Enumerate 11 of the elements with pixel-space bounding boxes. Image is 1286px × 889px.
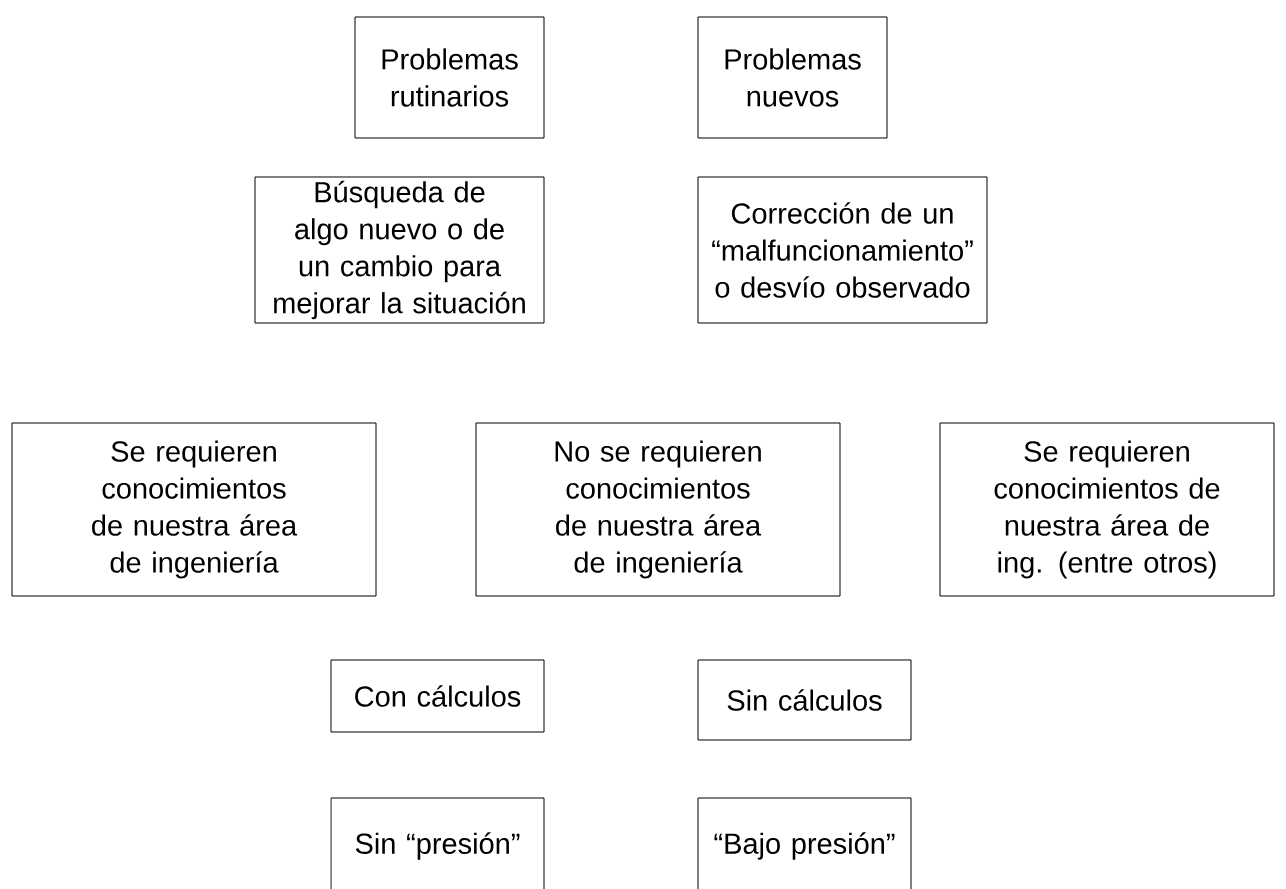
text-box: “Bajo presión” xyxy=(697,797,912,889)
text-box: Se requieren conocimientos de nuestra área de ingeniería xyxy=(11,422,377,597)
text-box: Se requieren conocimientos de nuestra área de ing. (entre otros) xyxy=(939,422,1275,597)
text-box: Corrección de un “malfuncionamiento” o desvío observado xyxy=(697,176,988,324)
text-box: Problemas rutinarios xyxy=(354,16,545,139)
text-box: Sin “presión” xyxy=(330,797,545,889)
text-box: Sin cálculos xyxy=(697,659,912,741)
text-box: No se requieren conocimientos de nuestra área de ingeniería xyxy=(475,422,841,597)
text-box: Búsqueda de algo nuevo o de un cambio para mejorar la situación xyxy=(254,176,545,324)
text-box: Problemas nuevos xyxy=(697,16,888,139)
text-box: Con cálculos xyxy=(330,659,545,733)
